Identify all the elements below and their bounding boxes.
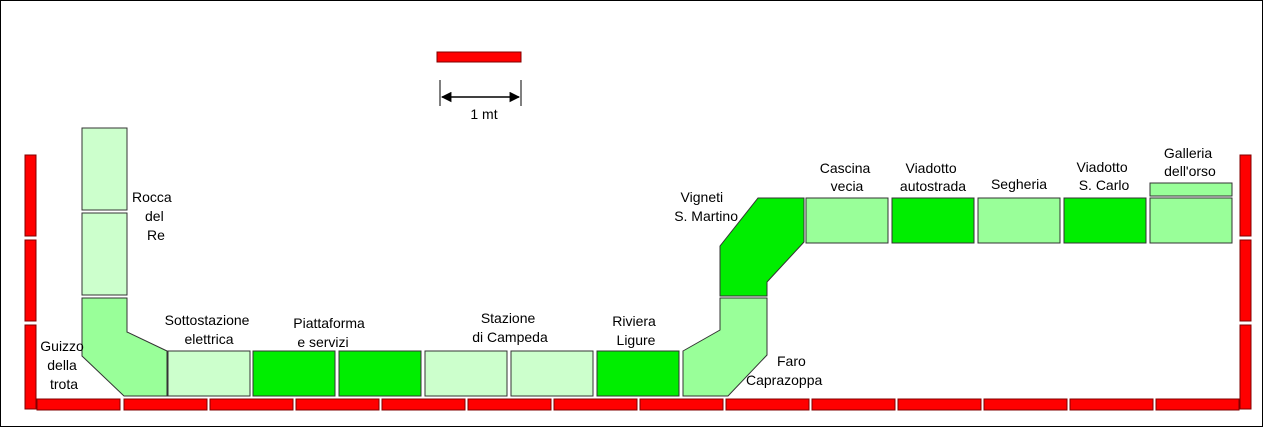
module-riviera xyxy=(596,350,680,397)
wall-segment xyxy=(1239,154,1252,237)
label-segheria: Segheria xyxy=(991,176,1047,192)
wall-segment xyxy=(897,398,982,411)
module-viadotto-carlo xyxy=(1063,197,1147,244)
scale-label: 1 mt xyxy=(470,106,497,122)
label-stazione: Stazione di Campeda xyxy=(472,310,548,345)
label-sottostazione: Sottostazione elettrica xyxy=(165,312,254,347)
module-cascina xyxy=(805,197,889,244)
wall-segment xyxy=(24,154,37,237)
wall-segment xyxy=(1069,398,1154,411)
wall-segment xyxy=(639,398,724,411)
label-vigneti: Vigneti S. Martino xyxy=(674,189,738,224)
label-rocca: Rocca del Re xyxy=(132,189,176,243)
wall-segment xyxy=(811,398,896,411)
wall-segment xyxy=(24,324,37,410)
wall-segment xyxy=(1155,398,1240,411)
label-faro: Faro Caprazoppa xyxy=(746,353,822,388)
wall-segment xyxy=(725,398,810,411)
label-piattaforma: Piattaforma e servizi xyxy=(293,315,368,350)
wall-segment xyxy=(1239,324,1252,410)
module-stazione-2 xyxy=(510,350,594,397)
wall-segment xyxy=(467,398,552,411)
module-sottostazione xyxy=(167,350,251,397)
wall-segment xyxy=(553,398,638,411)
module-galleria xyxy=(1149,197,1233,244)
label-guizzo: Guizzo della trota xyxy=(40,338,87,392)
wall-segment xyxy=(36,398,121,411)
wall-segment xyxy=(381,398,466,411)
scale-bar: 1 mt xyxy=(436,51,522,122)
module-faro-corner xyxy=(682,297,768,397)
module-galleria-strip xyxy=(1149,182,1233,197)
label-galleria: Galleria dell'orso xyxy=(1164,145,1216,179)
wall-segment xyxy=(295,398,380,411)
module-guizzo-corner xyxy=(81,297,168,397)
wall-segment xyxy=(1239,239,1252,322)
left-wall xyxy=(24,154,37,410)
label-riviera: Riviera Ligure xyxy=(612,313,659,348)
wall-segment xyxy=(123,398,208,411)
wall-segment xyxy=(983,398,1068,411)
scale-bar-module xyxy=(436,51,522,63)
module-rocca-lower xyxy=(81,212,128,296)
right-wall xyxy=(1239,154,1252,410)
label-viadotto-carlo: Viadotto S. Carlo xyxy=(1076,159,1131,193)
module-viadotto-autostrada xyxy=(891,197,975,244)
wall-segment xyxy=(209,398,294,411)
module-piattaforma-1 xyxy=(252,350,336,397)
module-segheria xyxy=(977,197,1061,244)
label-viadotto-autostrada: Viadotto autostrada xyxy=(900,160,966,194)
bottom-wall xyxy=(36,398,1240,411)
label-cascina: Cascina vecia xyxy=(820,160,874,194)
module-rocca-upper xyxy=(81,127,128,211)
module-vigneti-corner xyxy=(719,197,805,297)
wall-segment xyxy=(24,239,37,322)
module-stazione-1 xyxy=(424,350,508,397)
module-piattaforma-2 xyxy=(338,350,422,397)
